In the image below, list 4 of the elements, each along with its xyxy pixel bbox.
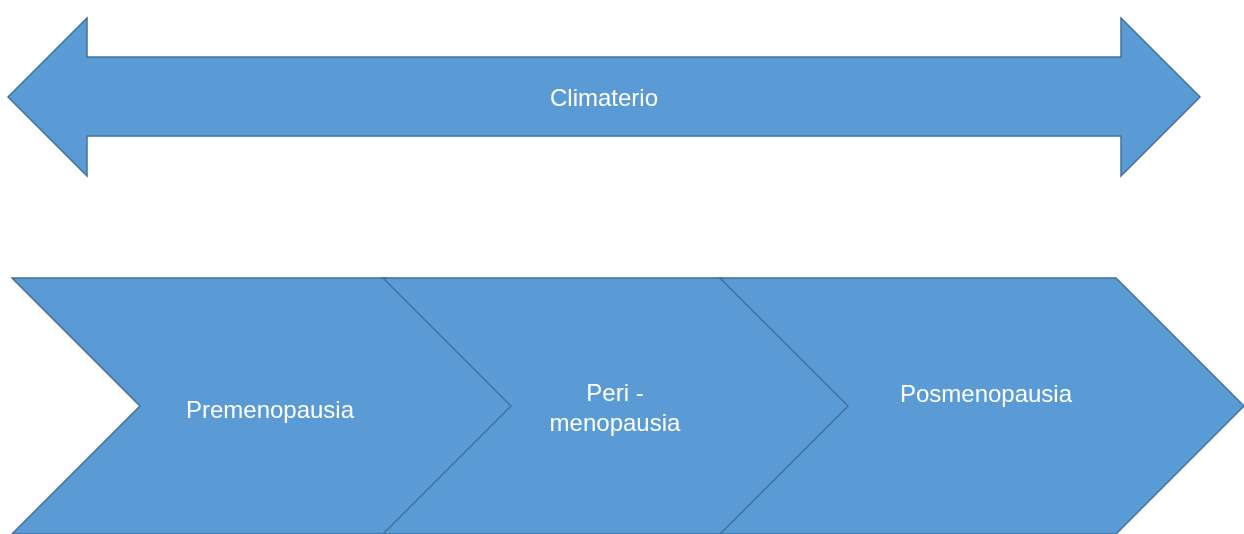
shape-label: Premenopausia [185,395,355,425]
shape-label: Peri - menopausia [548,378,682,438]
shape-label: Posmenopausia [899,379,1073,409]
shape-label: Climaterio [550,83,658,113]
